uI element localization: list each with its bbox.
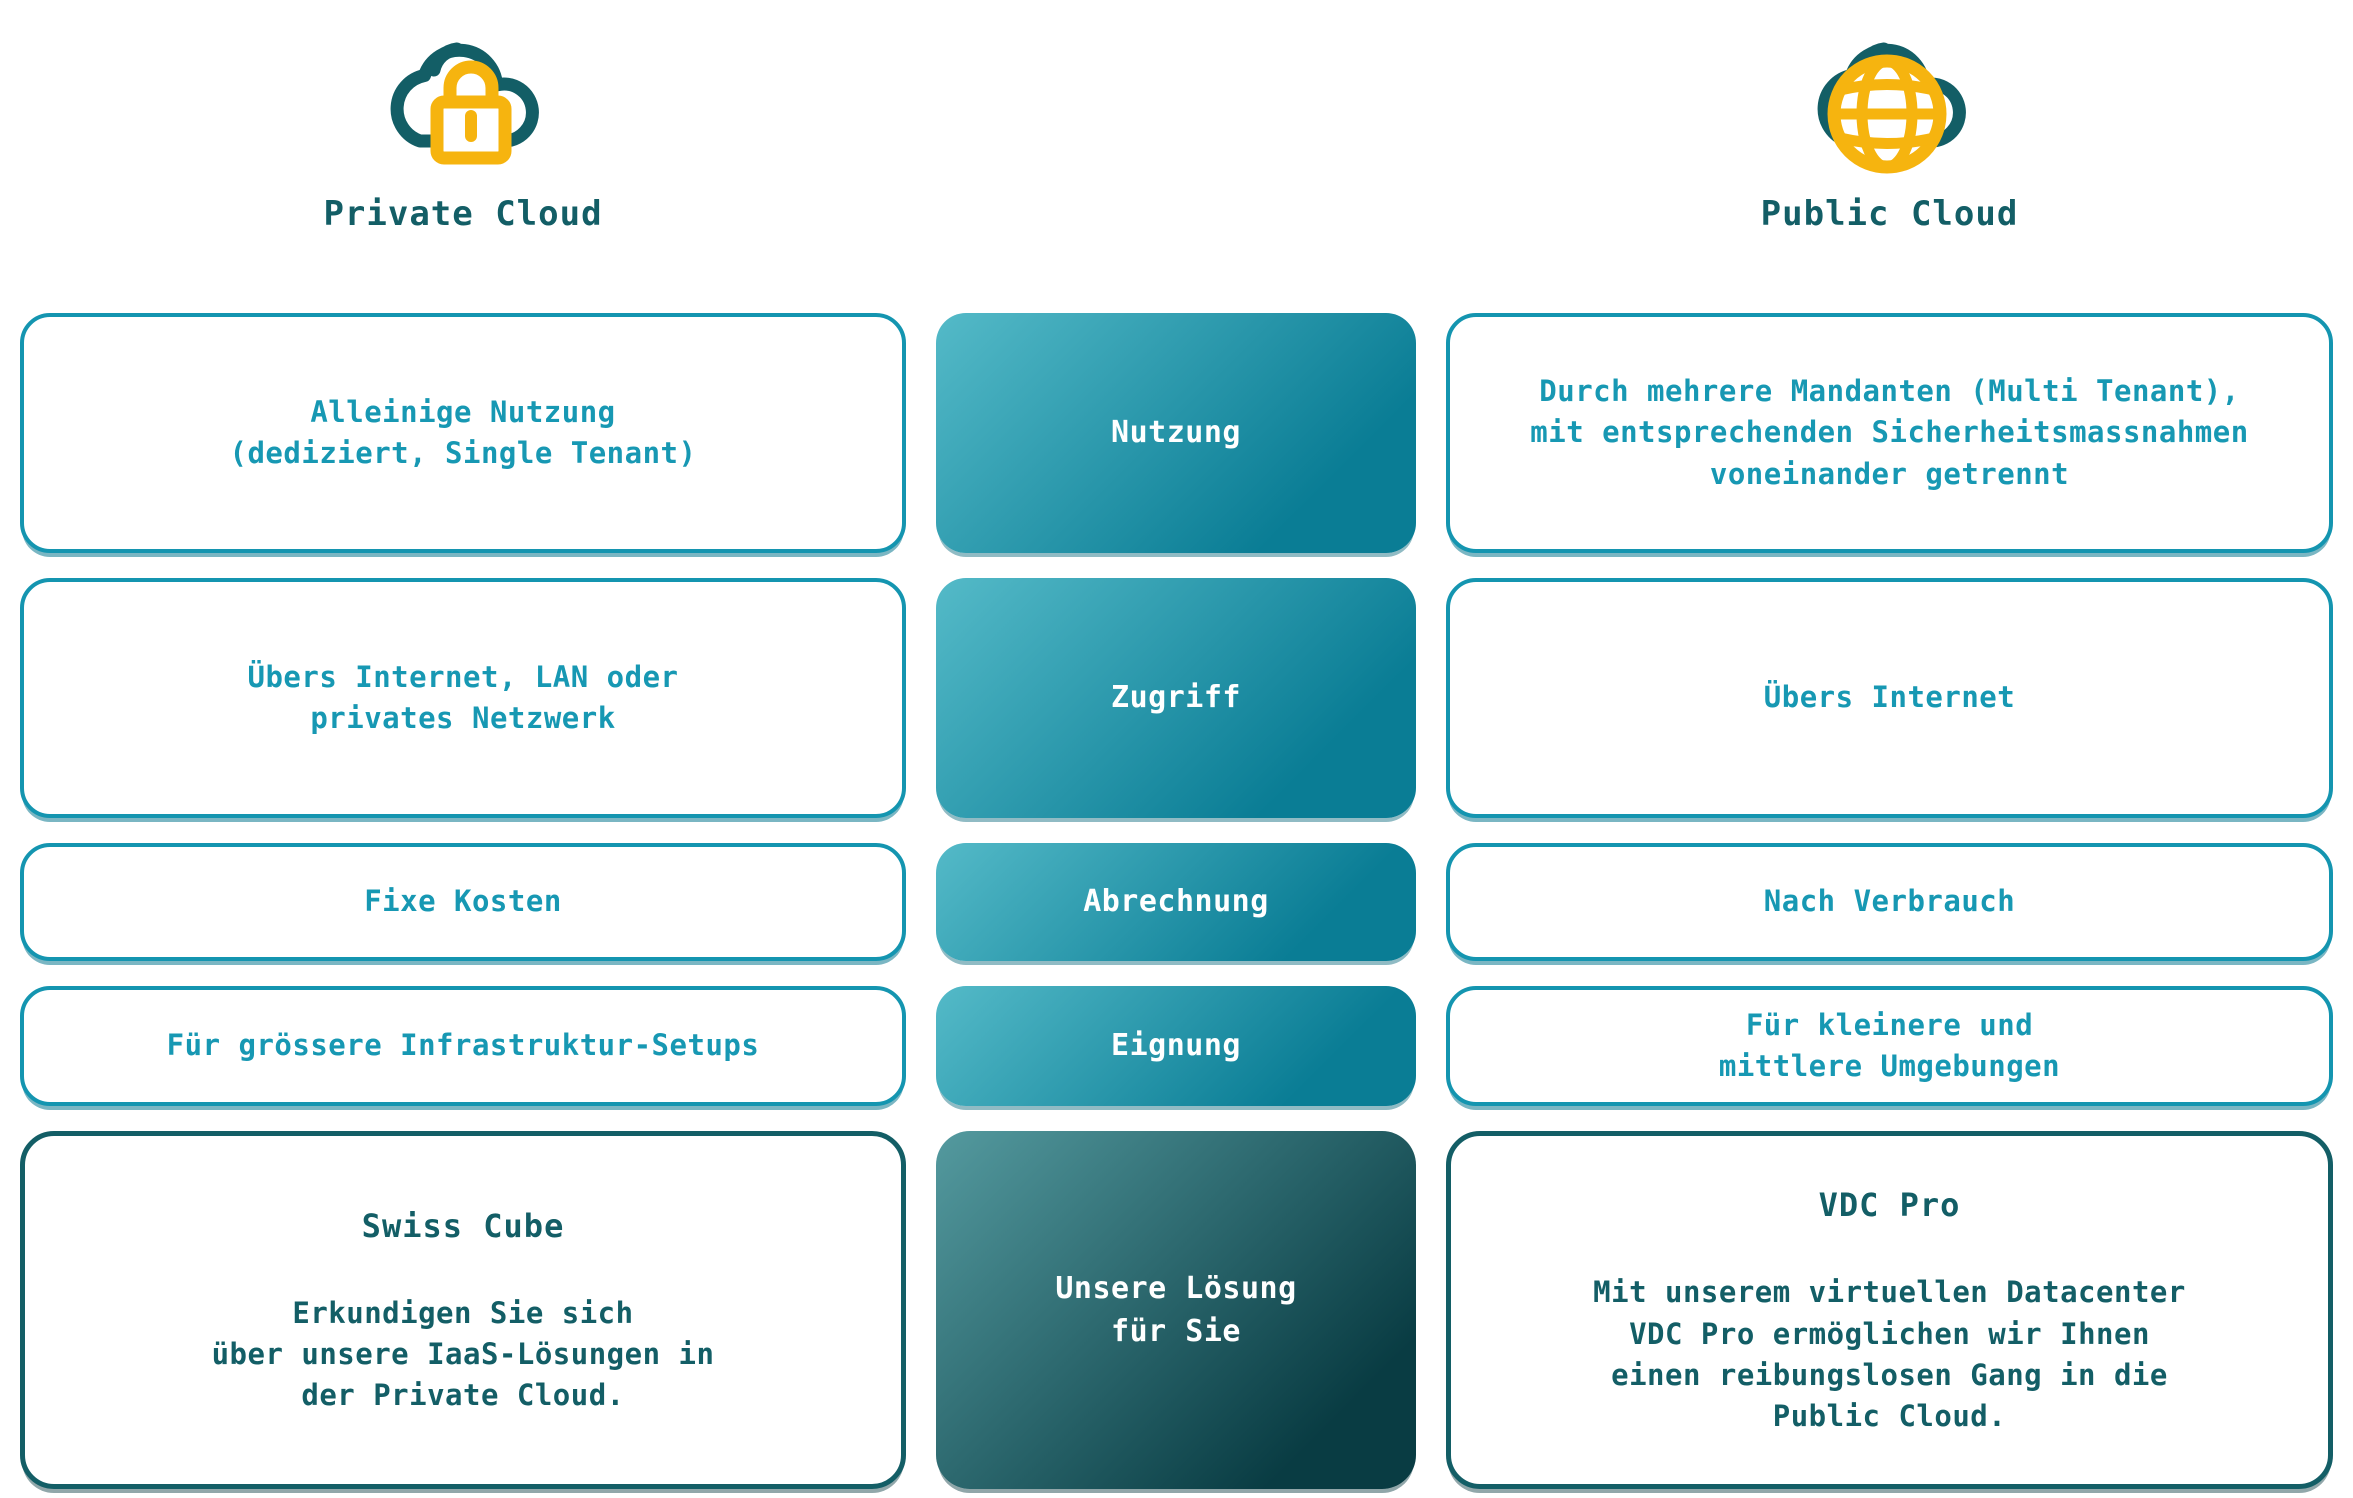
- private-cloud-header: Private Cloud: [20, 0, 906, 288]
- public-eignung-cell: Für kleinere und mittlere Umgebungen: [1446, 986, 2333, 1106]
- public-solution-cell: VDC Pro Mit unserem virtuellen Datacente…: [1446, 1131, 2333, 1489]
- private-abrechnung-cell: Fixe Kosten: [20, 843, 906, 961]
- private-eignung-cell: Für grössere Infrastruktur-Setups: [20, 986, 906, 1106]
- private-nutzung-cell: Alleinige Nutzung (dediziert, Single Ten…: [20, 313, 906, 553]
- category-solution: Unsere Lösung für Sie: [936, 1131, 1416, 1489]
- header-spacer: [936, 0, 1416, 288]
- public-solution-title: VDC Pro: [1818, 1185, 1961, 1224]
- public-solution-body: Mit unserem virtuellen Datacenter VDC Pr…: [1593, 1275, 2186, 1433]
- category-nutzung: Nutzung: [936, 313, 1416, 553]
- private-solution-title: Swiss Cube: [361, 1206, 565, 1245]
- category-eignung: Eignung: [936, 986, 1416, 1106]
- cloud-globe-icon: [1817, 42, 1966, 174]
- private-cloud-title: Private Cloud: [323, 194, 603, 234]
- private-zugriff-cell: Übers Internet, LAN oder privates Netzwe…: [20, 578, 906, 818]
- category-zugriff: Zugriff: [936, 578, 1416, 818]
- category-abrechnung: Abrechnung: [936, 843, 1416, 961]
- public-zugriff-cell: Übers Internet: [1446, 578, 2333, 818]
- public-cloud-title: Public Cloud: [1760, 194, 2019, 234]
- public-cloud-header: Public Cloud: [1446, 0, 2333, 288]
- public-abrechnung-cell: Nach Verbrauch: [1446, 843, 2333, 961]
- public-nutzung-cell: Durch mehrere Mandanten (Multi Tenant), …: [1446, 313, 2333, 553]
- private-solution-body: Erkundigen Sie sich über unsere IaaS-Lös…: [211, 1295, 715, 1413]
- cloud-lock-icon: [390, 42, 539, 165]
- private-solution-cell: Swiss Cube Erkundigen Sie sich über unse…: [20, 1131, 906, 1489]
